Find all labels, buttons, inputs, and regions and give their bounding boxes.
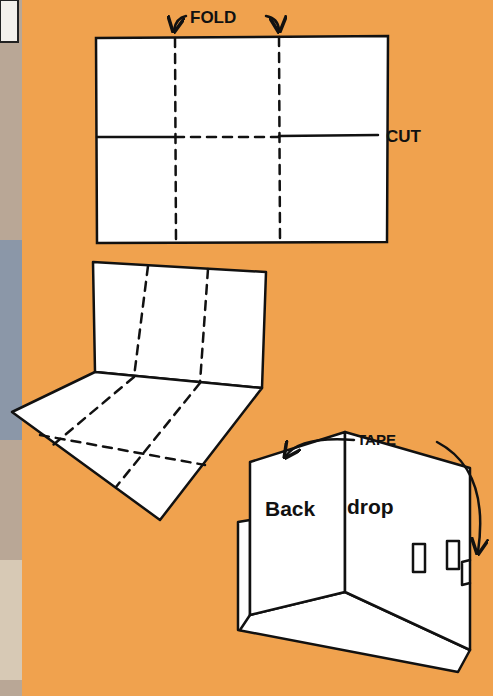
fold-arrow xyxy=(266,16,279,30)
panel-label: drop xyxy=(347,496,394,517)
cut-line xyxy=(279,135,378,136)
panel-label: Back xyxy=(265,498,315,519)
tape-piece xyxy=(413,544,425,572)
folded-sheet xyxy=(12,262,266,520)
fold-arrow xyxy=(174,16,186,30)
photo-corner xyxy=(0,0,18,42)
photo-detail xyxy=(0,560,22,680)
cut-line xyxy=(97,136,175,139)
cut-label: CUT xyxy=(386,128,421,145)
paper-sheet xyxy=(96,16,388,243)
tape-label: TAPE xyxy=(357,432,396,447)
backdrop-box xyxy=(238,432,470,672)
tape-arrow xyxy=(437,442,480,552)
fold-line xyxy=(279,37,280,242)
tape-arrow xyxy=(286,439,354,456)
fold-line xyxy=(175,136,279,139)
tape-piece xyxy=(447,541,459,569)
fold-line xyxy=(175,38,176,242)
fold-label: FOLD xyxy=(190,9,236,26)
photo-edge xyxy=(0,0,22,696)
